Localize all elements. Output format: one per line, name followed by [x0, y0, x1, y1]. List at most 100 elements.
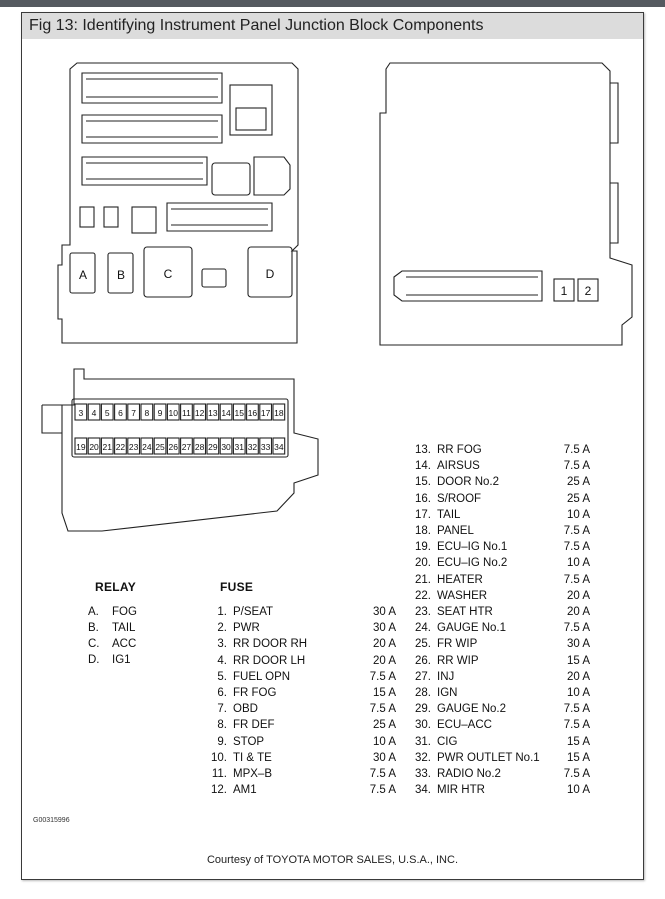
- fuse-number: 1.: [217, 606, 227, 618]
- fuse-cell-number: 7: [131, 408, 136, 418]
- fuse-number: 34.: [415, 784, 431, 797]
- fuse-cell-number: 31: [235, 442, 245, 452]
- fuse-number: 2.: [217, 622, 227, 635]
- fuse-cell-number: 27: [182, 442, 192, 452]
- fuse-number: 19.: [415, 541, 431, 554]
- fuse-amperage: 25 A: [372, 719, 396, 732]
- fuse-cell-number: 24: [142, 442, 152, 452]
- fuse-amperage: 10 A: [566, 557, 590, 570]
- fuse-cell-number: 25: [155, 442, 165, 452]
- fuse-cell: [74, 403, 88, 421]
- connector-2: 2: [585, 284, 592, 298]
- fuse-amperage: 30 A: [372, 622, 396, 635]
- figure-frame: Fig 13: Identifying Instrument Panel Jun…: [21, 12, 644, 880]
- fuse-panel: [41, 368, 319, 532]
- fuse-cell-number: 15: [235, 408, 245, 418]
- fuse-amperage: 15 A: [566, 654, 590, 667]
- fuse-name: AM1: [233, 784, 257, 797]
- fuse-name: S/ROOF: [437, 492, 482, 505]
- fuse-name: FR WIP: [437, 638, 478, 651]
- fuse-number: 13.: [415, 444, 431, 456]
- fuse-number: 7.: [217, 703, 227, 716]
- fuse-name: RR FOG: [437, 444, 482, 456]
- relay-name: ACC: [112, 638, 137, 650]
- relay-row-a: A. FOG: [88, 606, 178, 621]
- fuse-name: RR WIP: [437, 654, 479, 667]
- fuse-number: 18.: [415, 525, 431, 537]
- fuse-number: 21.: [415, 573, 431, 586]
- fuse-cell-number: 26: [169, 442, 179, 452]
- fuse-cell-number: 17: [261, 408, 271, 418]
- fuse-number: 4.: [217, 654, 227, 667]
- fuse-number: 3.: [217, 638, 227, 651]
- fuse-amperage: 7.5 A: [563, 573, 590, 586]
- fuse-name: TAIL: [437, 508, 461, 521]
- fuse-cell-number: 3: [78, 408, 83, 418]
- fuse-amperage: 20 A: [372, 654, 396, 667]
- fuse-amperage: 7.5 A: [563, 541, 590, 554]
- fuse-amperage: 15 A: [566, 735, 590, 748]
- relay-name: TAIL: [112, 622, 136, 634]
- fuse-cell: [232, 437, 246, 455]
- rear-view: [379, 62, 633, 346]
- fuse-name: WASHER: [437, 589, 488, 602]
- relay-row-c: C. ACC: [88, 638, 178, 653]
- fuse-number: 20.: [415, 557, 431, 570]
- fuse-cell: [127, 403, 141, 421]
- relay-key: C.: [88, 638, 100, 650]
- fuse-name: IGN: [437, 687, 458, 699]
- fuse-cell: [87, 437, 101, 455]
- fuse-number: 27.: [415, 670, 431, 683]
- fuse-name: CIG: [437, 735, 458, 748]
- fuse-name: PANEL: [437, 525, 474, 537]
- fuse-amperage: 25 A: [566, 476, 590, 489]
- fuse-cell-number: 23: [129, 442, 139, 452]
- fuse-number: 23.: [415, 606, 431, 618]
- fuse-amperage: 30 A: [372, 606, 396, 618]
- fuse-cell-number: 19: [76, 442, 86, 452]
- fuse-cell-number: 14: [221, 408, 231, 418]
- relay-key: A.: [88, 606, 99, 618]
- fuse-cell: [87, 403, 101, 421]
- fuse-cell: [74, 437, 88, 455]
- fuse-name: GAUGE No.1: [437, 622, 507, 635]
- fuse-cell-number: 13: [208, 408, 218, 418]
- fuse-name: MIR HTR: [437, 784, 485, 797]
- fuse-name: HEATER: [437, 573, 483, 586]
- fuse-name: FR DEF: [233, 719, 275, 732]
- fuse-cell: [114, 437, 127, 455]
- relay-heading: RELAY: [95, 580, 137, 594]
- fuse-cell: [153, 437, 167, 455]
- fuse-cell: [100, 437, 114, 455]
- fuse-amperage: 30 A: [566, 638, 590, 651]
- fuse-cell: [246, 437, 259, 455]
- fuse-cell-number: 9: [158, 408, 163, 418]
- fuse-amperage: 15 A: [372, 687, 396, 699]
- fuse-cell: [140, 403, 154, 421]
- fuse-number: 28.: [415, 687, 431, 699]
- figure-title: Fig 13: Identifying Instrument Panel Jun…: [29, 17, 484, 34]
- fuse-amperage: 20 A: [372, 638, 396, 651]
- fuse-cell: [272, 437, 286, 455]
- fuse-name: ECU–IG No.1: [437, 541, 508, 554]
